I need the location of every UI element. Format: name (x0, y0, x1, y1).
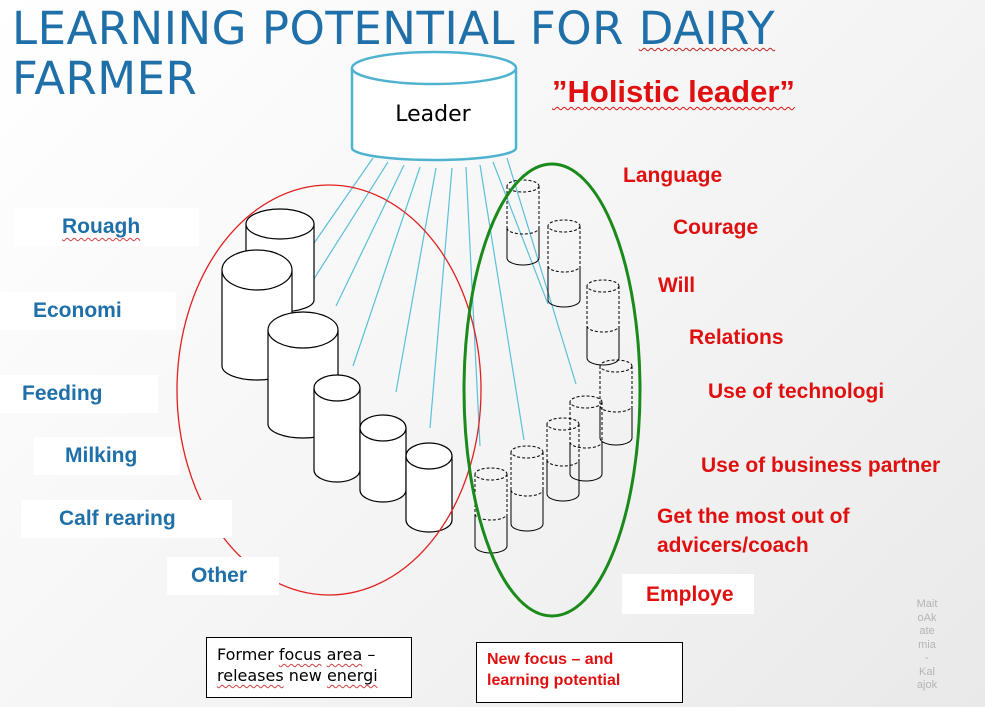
ray (352, 166, 421, 367)
label-rouagh-text: Rouagh (62, 215, 141, 238)
label-use-of-technologi: Use of technologi (708, 380, 885, 403)
label-feeding: Feeding (0, 375, 158, 413)
label-relations: Relations (689, 326, 784, 349)
former-legend-line1: Former focus area – (217, 645, 376, 664)
new-legend-line1: New focus – and (487, 651, 614, 668)
title-line-2: FARMER (12, 52, 198, 105)
leader-cylinder-top (350, 50, 518, 86)
dashed-cylinder (569, 395, 603, 482)
former-cylinders (221, 208, 453, 533)
new-focus-legend: New focus – and learning potential (476, 642, 683, 703)
former-focus-legend: Former focus area – releases new energi (206, 637, 412, 698)
ray (335, 164, 405, 307)
word-energi: energi (326, 666, 378, 685)
new-focus-ellipse (462, 162, 642, 618)
title-line-1: LEARNING POTENTIAL FOR DAIRY (12, 2, 776, 55)
label-employe: Employe (646, 583, 734, 606)
holistic-leader-text: ”Holistic leader” (552, 74, 795, 109)
dashed-cylinder (510, 445, 544, 532)
former-focus-ellipse (176, 184, 482, 596)
label-other-text: Other (191, 564, 248, 587)
watermark-line: ate (919, 625, 935, 637)
label-use-of-business-partner: Use of business partner (701, 454, 941, 477)
label-milking: Milking (34, 437, 180, 475)
ray (395, 167, 437, 393)
ray (311, 161, 389, 283)
holistic-leader-heading: ”Holistic leader” (552, 74, 795, 110)
ray (429, 167, 453, 429)
watermark-line: Mait (916, 598, 938, 610)
label-calf-rearing: Calf rearing (21, 500, 232, 538)
label-other: Other (167, 557, 279, 595)
watermark-line: Kal (919, 665, 935, 678)
cylinder-milking (313, 374, 361, 483)
ray (492, 161, 549, 305)
label-calf-rearing-text: Calf rearing (59, 507, 176, 530)
ray (479, 164, 525, 441)
cylinder-other (405, 442, 453, 533)
leader-rays (311, 157, 577, 447)
label-employe-box (622, 574, 754, 614)
word-area: area (326, 645, 363, 664)
watermark-line: mia (918, 638, 936, 651)
dashed-cylinder (506, 179, 540, 266)
cylinder-calf-rearing (359, 414, 407, 503)
ray (506, 157, 577, 385)
dashed-cylinder (586, 279, 620, 366)
leader-cylinder-body (350, 68, 518, 162)
leader-cylinder (350, 50, 518, 162)
ray (311, 157, 374, 247)
title-word-dairy: DAIRY (638, 2, 776, 55)
ray (465, 166, 481, 447)
label-feeding-text: Feeding (22, 382, 103, 405)
slide-title: LEARNING POTENTIAL FOR DAIRY FARMER (12, 4, 775, 104)
label-advicers-line1: Get the most out of (657, 505, 850, 528)
label-language: Language (623, 164, 723, 187)
new-cylinders (474, 179, 633, 554)
dashed-cylinder (474, 467, 508, 554)
word-focus: focus (278, 645, 322, 664)
label-milking-text: Milking (65, 444, 138, 467)
label-courage: Courage (673, 216, 759, 239)
former-legend-line2: releases new energi (217, 666, 378, 685)
dashed-cylinder (547, 219, 581, 308)
watermark-line: - (925, 652, 929, 664)
watermark-line: oAk (917, 611, 937, 624)
new-legend-line2: learning potential (487, 672, 621, 689)
label-will: Will (658, 274, 696, 297)
watermark-line: ajok (916, 679, 938, 691)
label-economi: Economi (0, 292, 176, 330)
dashed-cylinder (546, 417, 580, 502)
word-releases: releases (217, 666, 284, 685)
watermark: Mait oAk ate mia - Kal ajok (908, 598, 946, 693)
label-rouagh: Rouagh (14, 208, 199, 246)
leader-label: Leader (395, 102, 471, 127)
label-advicers-line2: advicers/coach (657, 534, 809, 557)
dashed-cylinder (599, 359, 633, 446)
label-economi-text: Economi (33, 299, 122, 322)
